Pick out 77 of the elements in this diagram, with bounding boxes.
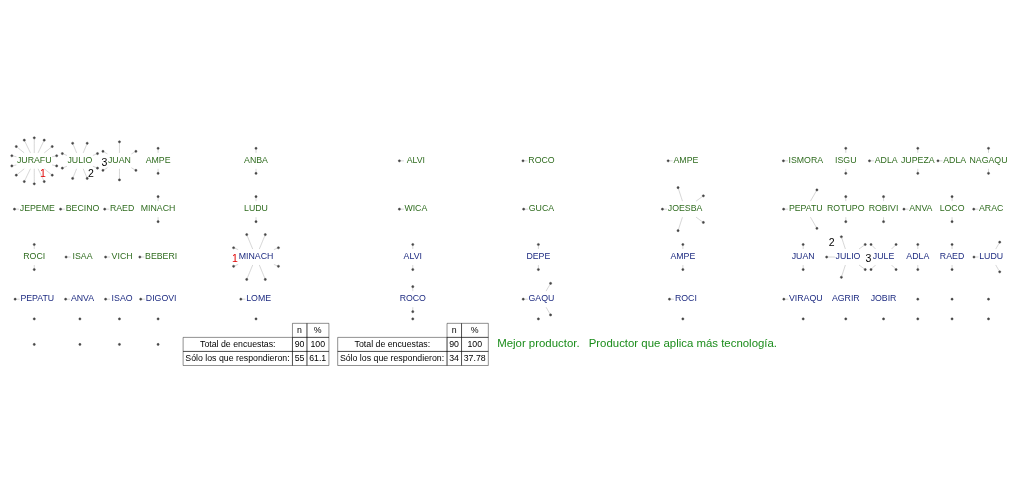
node-text: AMPE [145,155,171,166]
label: 100 [467,338,483,349]
node-text: VICH [111,251,133,262]
node-text: JURAFU [16,155,52,166]
node-text: LOME [246,293,272,304]
node-text: LUDU [244,203,268,214]
node-text: PEPATU [20,293,55,304]
node-text: JULE [872,251,895,262]
node-text: AMPE [673,155,699,166]
label: % [313,324,322,335]
node-text: DIGOVI [145,293,177,304]
node-text: AGRIR [831,293,860,304]
node-text: ROTUPO [827,203,865,214]
node-text: MINACH [238,251,274,262]
node-text: AMPE [670,251,696,262]
node-text: ADLA [943,155,967,166]
label: Productor que aplica más tecnología. [588,337,778,350]
node-text: ROCO [528,155,555,166]
node-text: ALVI [403,251,422,262]
node-text: ROCI [674,293,697,304]
node-text: JUPEZA [901,155,935,166]
node-text: ARAC [978,203,1004,214]
node-text: MINACH [140,203,176,214]
node-text: JUAN [108,155,131,166]
node-text: ADLA [906,251,930,262]
label: % [470,324,479,335]
label: 1 [40,167,46,180]
node-text: ANVA [909,203,933,214]
label: Total de encuestas: [200,338,276,349]
label: 34 [449,352,459,363]
label: 100 [310,338,326,349]
label: 37.78 [463,352,486,363]
label: 1 [232,251,238,264]
node-text: RAED [939,251,965,262]
node-text: GAQU [528,293,555,304]
node-text: ADLA [874,155,898,166]
label: n [451,324,457,335]
node-text: BEBERI [145,251,178,262]
node-text: ROBIVI [868,203,899,214]
label: 2 [88,167,94,180]
label: Total de encuestas: [354,338,431,349]
node-text: JOBIR [870,293,897,304]
node-text: JULIO [835,251,861,262]
node-text: GUCA [528,203,555,214]
node-text: NAGAQU [969,155,1008,166]
node-text: ANVA [70,293,95,304]
label: 2 [828,236,835,249]
label: 55 [294,352,305,363]
label: Sólo los que respondieron: [185,352,290,363]
node-text: LOCO [939,203,965,214]
node-text: JULIO [67,155,93,166]
node-text: ISGU [835,155,857,166]
node-text: ALVI [406,155,426,166]
node-text: LUDU [979,251,1004,262]
node-text: JOESBA [667,203,703,214]
node-text: DEPE [526,251,551,262]
node-text: ROCO [399,293,426,304]
node-text: BECINO [65,203,100,214]
label: Sólo los que respondieron: [339,352,445,363]
node-text: PEPATU [788,203,823,214]
node-text: WICA [404,203,428,214]
node-text: ISAA [72,251,93,262]
label: 90 [294,338,305,349]
node-text: VIRAQU [789,293,823,304]
node-text: ISAO [111,293,133,304]
label: 3 [101,155,108,168]
node-text: JEPEME [19,203,55,214]
node-text: RAED [109,203,135,214]
node-text: ISMORA [788,155,824,166]
node-text: JUAN [791,251,815,262]
label: 61.1 [309,352,327,363]
label: 90 [449,338,459,349]
label: Mejor productor. [497,337,580,350]
node-text: ROCI [23,251,46,262]
node-text: ANBA [244,155,268,166]
label: n [297,324,302,335]
label: 3 [865,251,872,264]
